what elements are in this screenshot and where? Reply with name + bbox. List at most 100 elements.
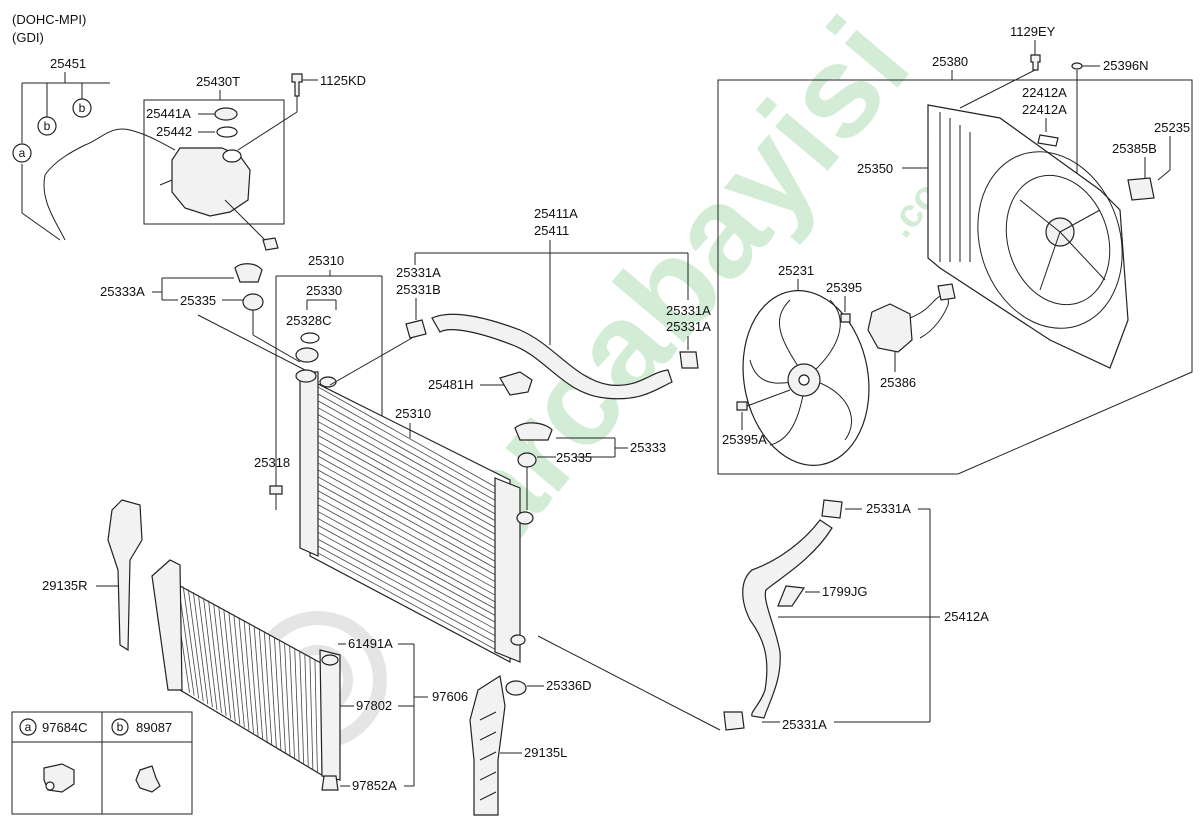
label-25442: 25442 xyxy=(156,124,192,139)
bracket-25333 xyxy=(514,422,553,441)
label-25318: 25318 xyxy=(254,455,290,470)
label-25331A-upper-right-2: 25331A xyxy=(666,319,711,334)
label-25331A-upper-left: 25331A xyxy=(396,265,441,280)
label-25395A: 25395A xyxy=(722,432,767,447)
cap-97852A xyxy=(321,775,339,791)
overflow-hose xyxy=(43,128,176,241)
condenser-fins xyxy=(172,580,318,774)
motor-connector xyxy=(937,283,956,301)
label-97852A: 97852A xyxy=(352,778,397,793)
label-1799JG: 1799JG xyxy=(822,584,868,599)
legend-a-marker: a xyxy=(25,720,32,734)
upper-hose-group: 25411A 25411 25331A 25331B 25331A 25331A… xyxy=(329,206,711,400)
label-25335-left: 25335 xyxy=(180,293,216,308)
radiator-cap-25330 xyxy=(295,347,319,363)
reservoir-hose-group: a b b 25451 25430T 25441A 25442 1125KD xyxy=(12,56,366,251)
label-25451: 25451 xyxy=(50,56,86,71)
label-25380: 25380 xyxy=(932,54,968,69)
reservoir-box xyxy=(143,99,285,225)
right-brackets: 25333 25335 xyxy=(514,422,666,510)
label-61491A: 61491A xyxy=(348,636,393,651)
insulator-25335-right xyxy=(517,452,537,468)
legend-b-part: 89087 xyxy=(136,720,172,735)
legend-a-circle xyxy=(19,718,37,736)
radiator-filler-neck xyxy=(295,369,317,383)
clip-25396N xyxy=(1071,62,1083,70)
label-22412A-1: 22412A xyxy=(1022,85,1067,100)
callout-b-1-text: b xyxy=(44,119,51,133)
motor-25386 xyxy=(867,303,913,353)
lower-hose-group: 25331A 25412A 1799JG 25331A xyxy=(723,499,989,732)
label-25333: 25333 xyxy=(630,440,666,455)
bolt-1129EY xyxy=(1030,54,1041,71)
insulator-25336D xyxy=(505,680,527,696)
air-guard-29135L xyxy=(469,675,506,816)
drain-plug-25328C xyxy=(300,332,320,344)
label-25411: 25411 xyxy=(534,223,569,238)
legend-table: a 97684C b 89087 xyxy=(11,711,193,815)
label-25481H: 25481H xyxy=(428,377,474,392)
label-25235: 25235 xyxy=(1154,120,1190,135)
label-25430T: 25430T xyxy=(196,74,240,89)
reservoir-cap xyxy=(214,107,238,121)
legend-b-circle xyxy=(111,718,129,736)
hose-25411 xyxy=(431,313,673,400)
label-1125KD: 1125KD xyxy=(320,73,366,88)
air-guard-left: 25336D 29135L xyxy=(469,675,592,816)
label-25330: 25330 xyxy=(306,283,342,298)
label-25441A: 25441A xyxy=(146,106,191,121)
label-97802: 97802 xyxy=(356,698,392,713)
radiator-cap-group: 25310 25330 25328C 25318 xyxy=(254,253,383,510)
label-25395: 25395 xyxy=(826,280,862,295)
air-guard-29135R xyxy=(107,499,143,652)
label-25231: 25231 xyxy=(778,263,814,278)
radiator-core: 25310 xyxy=(295,369,721,731)
label-25396N: 25396N xyxy=(1103,58,1149,73)
label-25335-right: 25335 xyxy=(556,450,592,465)
reservoir-tank xyxy=(171,147,251,217)
callout-a-text: a xyxy=(19,146,26,160)
bracket-25481H xyxy=(499,371,533,396)
fan-shroud-25350 xyxy=(927,104,1129,369)
label-25331A-lower-bottom: 25331A xyxy=(782,717,827,732)
clamp-25331A-upper-left xyxy=(405,319,427,339)
clip-89087-icon xyxy=(135,765,161,793)
label-25333A: 25333A xyxy=(100,284,145,299)
label-22412A-2: 22412A xyxy=(1022,102,1067,117)
label-29135L: 29135L xyxy=(524,745,567,760)
clamp-25331A-lower-top xyxy=(821,499,843,519)
callout-b-1 xyxy=(37,116,57,136)
hose-25412A xyxy=(742,519,833,719)
reservoir-gasket xyxy=(216,126,238,138)
engine-label: (DOHC-MPI) xyxy=(12,12,86,27)
drain-cock-25318 xyxy=(269,485,283,495)
label-25331A-lower-top: 25331A xyxy=(866,501,911,516)
label-25331A-upper-right-1: 25331A xyxy=(666,303,711,318)
bolt-reservoir-lower xyxy=(262,237,279,251)
bolt-1125KD xyxy=(291,73,303,97)
radiator-outlet xyxy=(516,511,534,525)
label-25386: 25386 xyxy=(880,375,916,390)
receiver-drier xyxy=(319,649,341,781)
clamp-25331A-upper-right xyxy=(679,351,699,369)
label-25385B: 25385B xyxy=(1112,141,1157,156)
label-25411A: 25411A xyxy=(534,206,578,221)
radiator-right-tank xyxy=(494,477,521,663)
air-guard-right: 29135R xyxy=(42,499,143,652)
fan-assembly-box xyxy=(717,79,1193,475)
legend-b-marker: b xyxy=(117,720,124,734)
label-25310-top: 25310 xyxy=(308,253,344,268)
variant-label: (GDI) xyxy=(12,30,44,45)
upper-left-brackets: 25333A 25335 xyxy=(100,263,306,371)
label-29135R: 29135R xyxy=(42,578,88,593)
screw-25395 xyxy=(840,313,851,323)
label-1129EY: 1129EY xyxy=(1010,24,1056,39)
label-25328C: 25328C xyxy=(286,313,332,328)
callout-b-2-text: b xyxy=(79,101,86,115)
radiator-left-tank xyxy=(299,371,319,557)
clip-1799JG xyxy=(777,585,806,607)
fan-assembly-group: 25380 1129EY 25396N 22412A 22412A 25235 … xyxy=(717,24,1193,475)
insulator-25335-left xyxy=(242,293,264,311)
bracket-25333A xyxy=(234,263,263,283)
